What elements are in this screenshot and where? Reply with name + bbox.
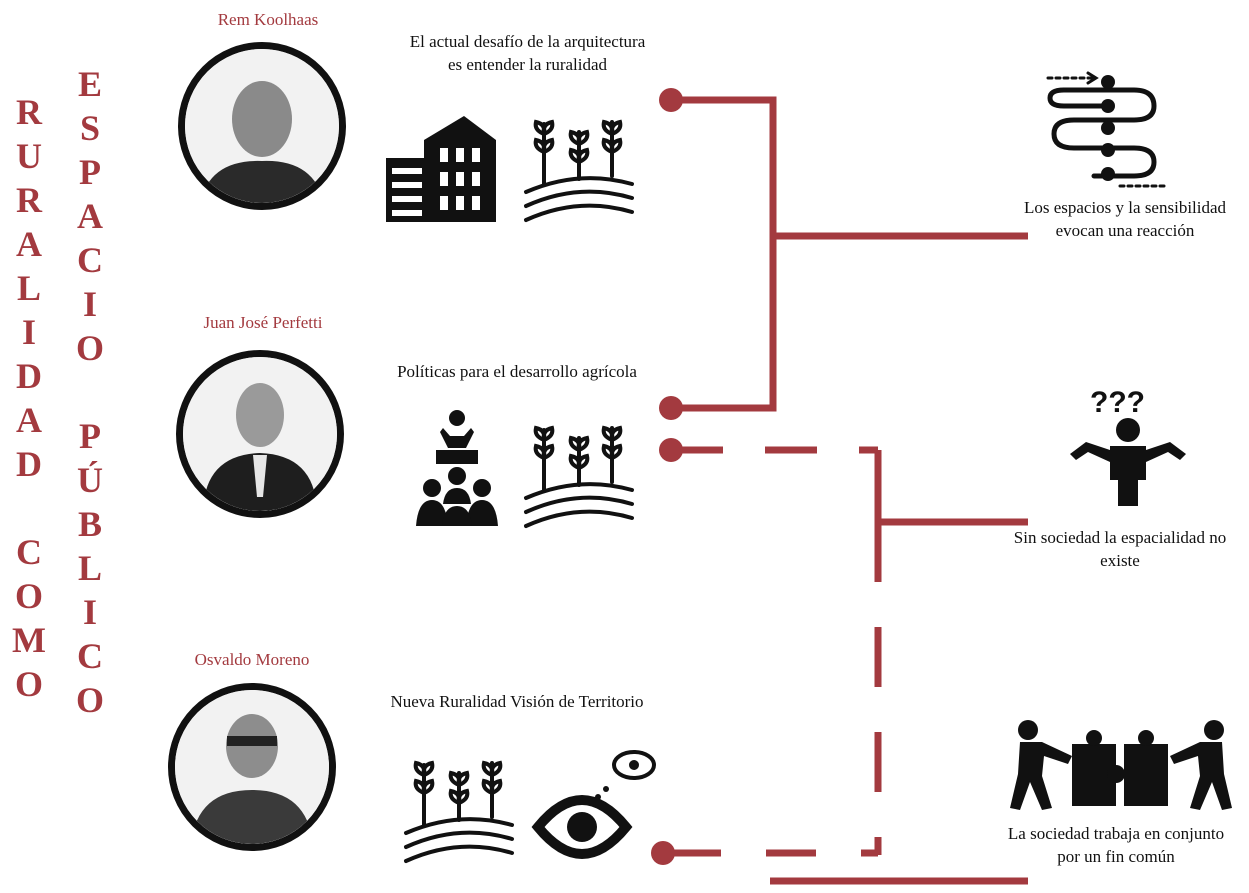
svg-text:???: ??? xyxy=(1090,386,1145,419)
title-letter: O xyxy=(14,664,45,704)
title-letter: P xyxy=(79,416,103,456)
meeting-icon xyxy=(416,410,498,526)
teamwork-puzzle-icon xyxy=(1010,720,1232,810)
title-letter: L xyxy=(16,268,43,308)
portrait-koolhaas xyxy=(178,42,346,210)
portrait-moreno xyxy=(168,683,336,851)
title-letter: A xyxy=(15,224,44,264)
question-person-icon: ??? xyxy=(1070,386,1186,506)
title-letter: O xyxy=(14,576,45,616)
title-letter: S xyxy=(79,108,103,148)
title-letter: I xyxy=(83,284,100,324)
title-letter: A xyxy=(15,400,44,440)
title-letter: D xyxy=(15,356,44,396)
node-dot xyxy=(659,396,683,420)
person-silhouette-icon xyxy=(175,690,329,844)
title-letter: Ú xyxy=(77,460,105,500)
title-letter: C xyxy=(77,240,105,280)
title-letter: U xyxy=(15,136,44,176)
title-letter: A xyxy=(77,196,105,236)
person-silhouette-icon xyxy=(183,357,337,511)
node-dot xyxy=(659,88,683,112)
field-icon xyxy=(524,119,634,222)
title-letter: R xyxy=(15,92,44,132)
title-letter: L xyxy=(78,548,105,588)
field-icon xyxy=(524,425,634,528)
title-letter: I xyxy=(83,592,100,632)
concept-teamwork: La sociedad trabaja en conjunto por un f… xyxy=(1007,824,1225,866)
eye-icon xyxy=(531,750,656,859)
caption-perfetti: Políticas para el desarrollo agrícola xyxy=(397,362,637,381)
node-dot xyxy=(659,438,683,462)
field-icon xyxy=(404,760,514,863)
title-letter: I xyxy=(21,312,38,352)
concept-society: Sin sociedad la espacialidad no existe xyxy=(1013,528,1227,570)
title-letter: C xyxy=(77,636,105,676)
title-letter: E xyxy=(78,64,105,104)
person-name-perfetti: Juan José Perfetti xyxy=(203,313,323,332)
title-letter: C xyxy=(15,532,44,572)
flow-icon xyxy=(1046,71,1168,188)
concept-reaction: Los espacios y la sensibilidad evocan un… xyxy=(1023,198,1227,240)
caption-koolhaas: El actual desafío de la arquitectura es … xyxy=(409,32,646,74)
title-letter: R xyxy=(15,180,44,220)
title-letter: O xyxy=(76,328,107,368)
portrait-perfetti xyxy=(176,350,344,518)
title-letter: B xyxy=(78,504,105,544)
connector-society xyxy=(874,450,1028,526)
person-silhouette-icon xyxy=(185,49,339,203)
node-dot xyxy=(651,841,675,865)
building-icon xyxy=(386,116,496,222)
title-letter: M xyxy=(12,620,48,660)
title-letter: P xyxy=(79,152,103,192)
person-name-moreno: Osvaldo Moreno xyxy=(194,650,310,669)
title-letter: O xyxy=(76,680,107,720)
caption-moreno: Nueva Ruralidad Visión de Territorio xyxy=(390,692,644,711)
connector-koolhaas xyxy=(671,96,777,412)
person-name-koolhaas: Rem Koolhaas xyxy=(217,10,319,29)
title-letter: D xyxy=(15,444,44,484)
